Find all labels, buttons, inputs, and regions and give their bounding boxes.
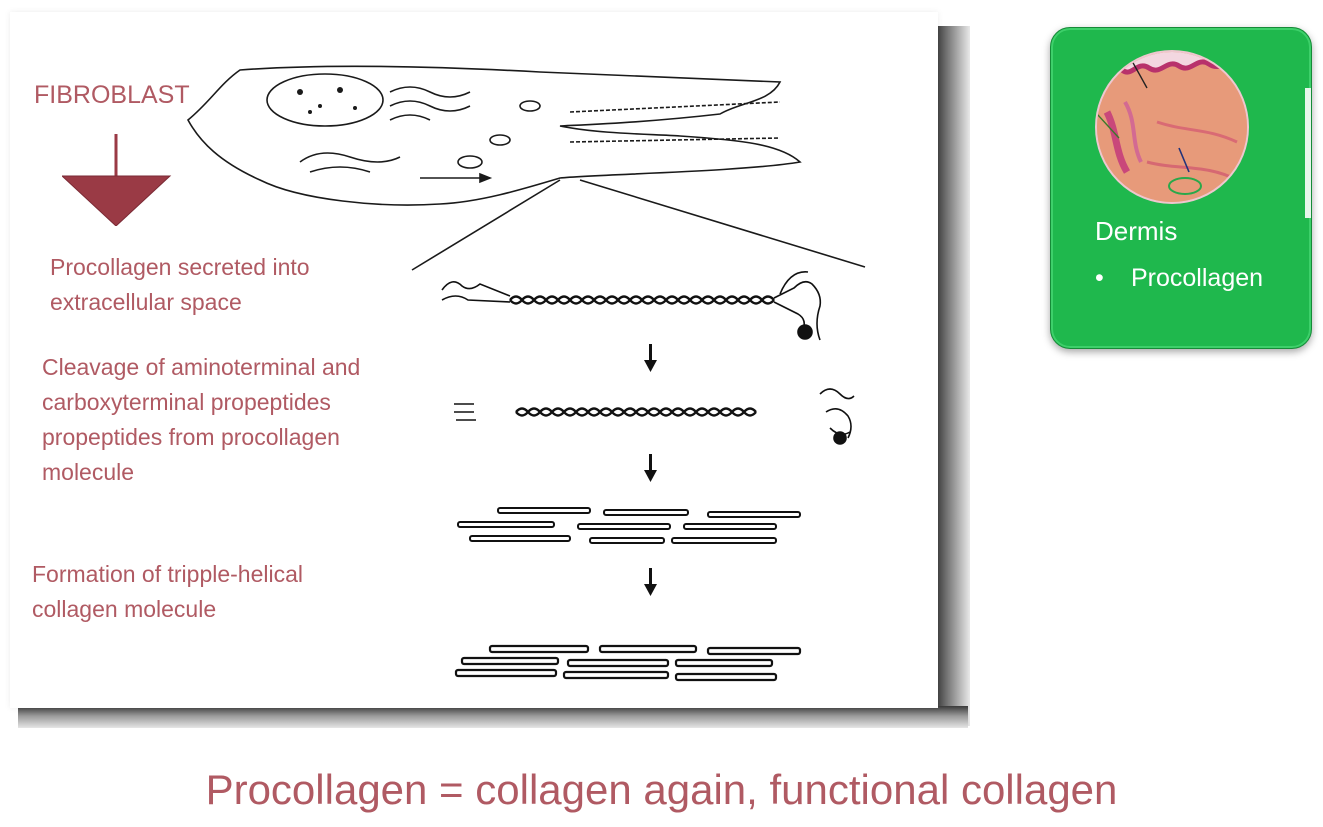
aminoterminal-propeptide (441, 281, 511, 303)
panel-shadow-bottom (18, 706, 968, 728)
fibroblast-label: FIBROBLAST (34, 81, 190, 109)
bullet-icon: • (1095, 264, 1104, 292)
slide-footer-caption: Procollagen = collagen again, functional… (205, 766, 1118, 813)
carboxyterminal-propeptide (773, 271, 822, 341)
process-arrow-2 (644, 454, 657, 482)
zoom-line-left (411, 179, 561, 271)
formation-label: Formation of tripple-helical collagen mo… (32, 561, 304, 622)
process-arrow-3 (644, 568, 657, 596)
collagen-molecules-staggered (457, 507, 801, 544)
card-edge-strip (1305, 88, 1311, 218)
procollagen-helix (509, 295, 775, 305)
card-list-item: • Procollagen (1095, 264, 1263, 293)
collagen-synthesis-diagram (186, 65, 866, 682)
zoom-line-right (579, 179, 866, 268)
card-title: Dermis (1095, 216, 1178, 246)
procollagen-secreted-label: Procollagen secreted into extracellular … (50, 254, 310, 315)
down-arrow-icon (62, 134, 172, 226)
dermis-card: Dermis • Procollagen (1050, 27, 1312, 349)
diagram-panel: FIBROBLAST Procollagen secreted into ext… (10, 12, 938, 708)
process-arrow-1 (644, 344, 657, 372)
card-list-item-label: Procollagen (1131, 264, 1264, 292)
released-propeptides (819, 388, 855, 439)
nucleus-shape (266, 73, 384, 127)
panel-shadow-right (936, 26, 970, 726)
collagen-fibril (454, 644, 802, 682)
cleavage-label: Cleavage of aminoterminal and carboxyter… (42, 354, 361, 485)
fibroblast-cell-outline (186, 65, 802, 206)
collagen-helix-cleaved (515, 407, 757, 417)
dermis-histology-image (1095, 50, 1249, 204)
